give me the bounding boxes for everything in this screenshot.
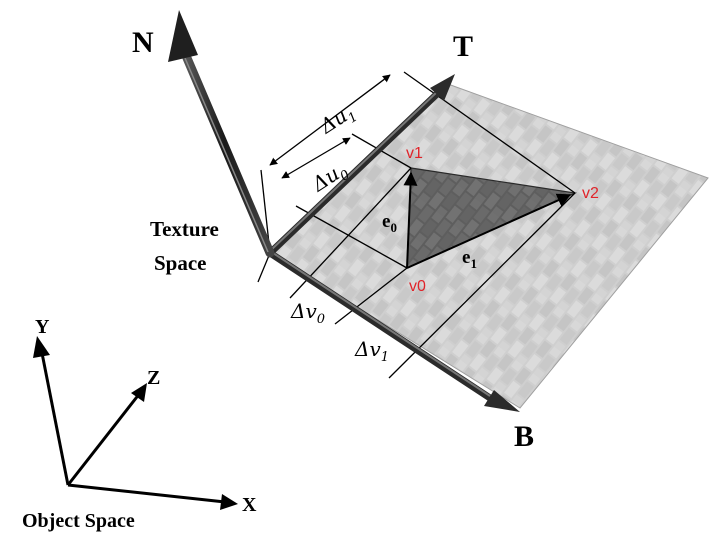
bitangent-axis-label: B bbox=[514, 420, 534, 453]
object-y-arrowhead bbox=[33, 336, 50, 358]
object-y-axis bbox=[39, 347, 70, 486]
projection-line-v0-b bbox=[334, 267, 408, 325]
edge-e0-label: e0 bbox=[382, 211, 397, 235]
tangent-axis bbox=[266, 74, 455, 257]
vertex-v0-label: v0 bbox=[409, 278, 426, 295]
projection-line-v0-u bbox=[295, 205, 408, 269]
bitangent-axis bbox=[266, 249, 520, 412]
normal-axis-label: N bbox=[132, 26, 154, 59]
projection-line-v2-u bbox=[403, 71, 576, 194]
projection-line-v2-b bbox=[388, 192, 576, 379]
delta-v1-label: Δv1 bbox=[354, 337, 389, 365]
vertex-v1-label: v1 bbox=[406, 145, 423, 162]
object-z-arrowhead bbox=[131, 383, 147, 402]
object-z-label: Z bbox=[147, 367, 160, 389]
projection-line-origin-b bbox=[257, 252, 271, 283]
object-z-axis bbox=[66, 392, 142, 486]
object-x-arrowhead bbox=[220, 494, 238, 510]
edge-e1-label: e1 bbox=[462, 247, 477, 271]
normal-axis bbox=[168, 10, 275, 258]
edge-e0-vector bbox=[403, 171, 418, 269]
tangent-axis-label: T bbox=[453, 30, 473, 63]
object-x-label: X bbox=[242, 494, 257, 516]
object-x-axis bbox=[67, 483, 226, 504]
delta-u1-arrow bbox=[269, 74, 391, 166]
object-space-title: Object Space bbox=[22, 510, 135, 532]
object-space-axes bbox=[39, 347, 226, 504]
object-y-label: Y bbox=[35, 316, 50, 338]
texture-space-label-line2: Space bbox=[154, 251, 207, 275]
texture-space-label-line1: Texture bbox=[150, 217, 219, 241]
edge-e1-vector bbox=[406, 193, 572, 269]
vertex-v2-label: v2 bbox=[582, 185, 599, 202]
delta-v0-label: Δv0 bbox=[290, 299, 325, 327]
